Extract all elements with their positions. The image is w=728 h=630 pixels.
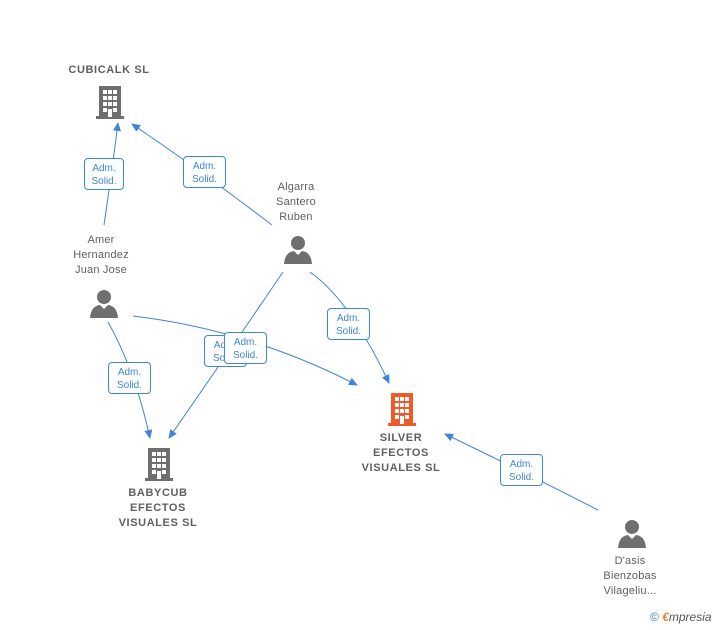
edge-role: Adm. <box>509 459 534 470</box>
edge-role: Adm. <box>117 367 142 378</box>
edge-label-amer-babycub[interactable]: Adm. Solid. <box>108 362 151 394</box>
company-name-silver[interactable]: SILVER EFECTOS VISUALES SL <box>361 432 441 474</box>
company-name-babycub[interactable]: BABYCUB EFECTOS VISUALES SL <box>118 487 198 529</box>
building-icon[interactable] <box>144 446 174 482</box>
person-name-dasis[interactable]: D'asis Bienzobas Vilageliu... <box>603 555 657 597</box>
company-name-cubicalk[interactable]: CUBICALK SL <box>68 64 150 76</box>
edge-role-type: Solid. <box>508 472 534 483</box>
edge-role-type: Solid. <box>91 176 117 187</box>
edge-label-algarra-silver[interactable]: Adm. Solid. <box>327 308 370 340</box>
person-name-amer[interactable]: Amer Hernandez Juan Jose <box>73 234 129 276</box>
empresia-logo-text: mpresia <box>668 610 712 624</box>
edge-label-dasis-silver[interactable]: Adm. Solid. <box>500 454 543 486</box>
edge-role: Adm. <box>233 337 258 348</box>
person-icon[interactable] <box>617 518 647 548</box>
building-icon[interactable] <box>95 84 125 120</box>
person-icon[interactable] <box>283 234 313 264</box>
person-name-algarra[interactable]: Algarra Santero Ruben <box>276 181 316 223</box>
edge-label-algarra-babycub[interactable]: Adm. Solid. <box>224 332 267 364</box>
edge-role-type: Solid. <box>116 380 142 391</box>
edge-role: Adm. <box>336 313 361 324</box>
edge-role: Adm. <box>192 161 217 172</box>
copyright-icon: © <box>650 610 659 624</box>
edge-label-algarra-cubicalk[interactable]: Adm. Solid. <box>183 156 226 188</box>
building-icon[interactable] <box>387 391 417 427</box>
empresia-watermark: © €mpresia <box>650 610 712 624</box>
edge-role-type: Solid. <box>335 326 361 337</box>
person-icon[interactable] <box>89 288 119 318</box>
empresia-logo-e: € <box>662 610 669 624</box>
edge-role-type: Solid. <box>191 174 217 185</box>
edge-role-type: Solid. <box>232 350 258 361</box>
edge-role: Adm. <box>92 163 116 174</box>
edge-label-amer-cubicalk[interactable]: Adm. Solid. <box>84 158 124 190</box>
